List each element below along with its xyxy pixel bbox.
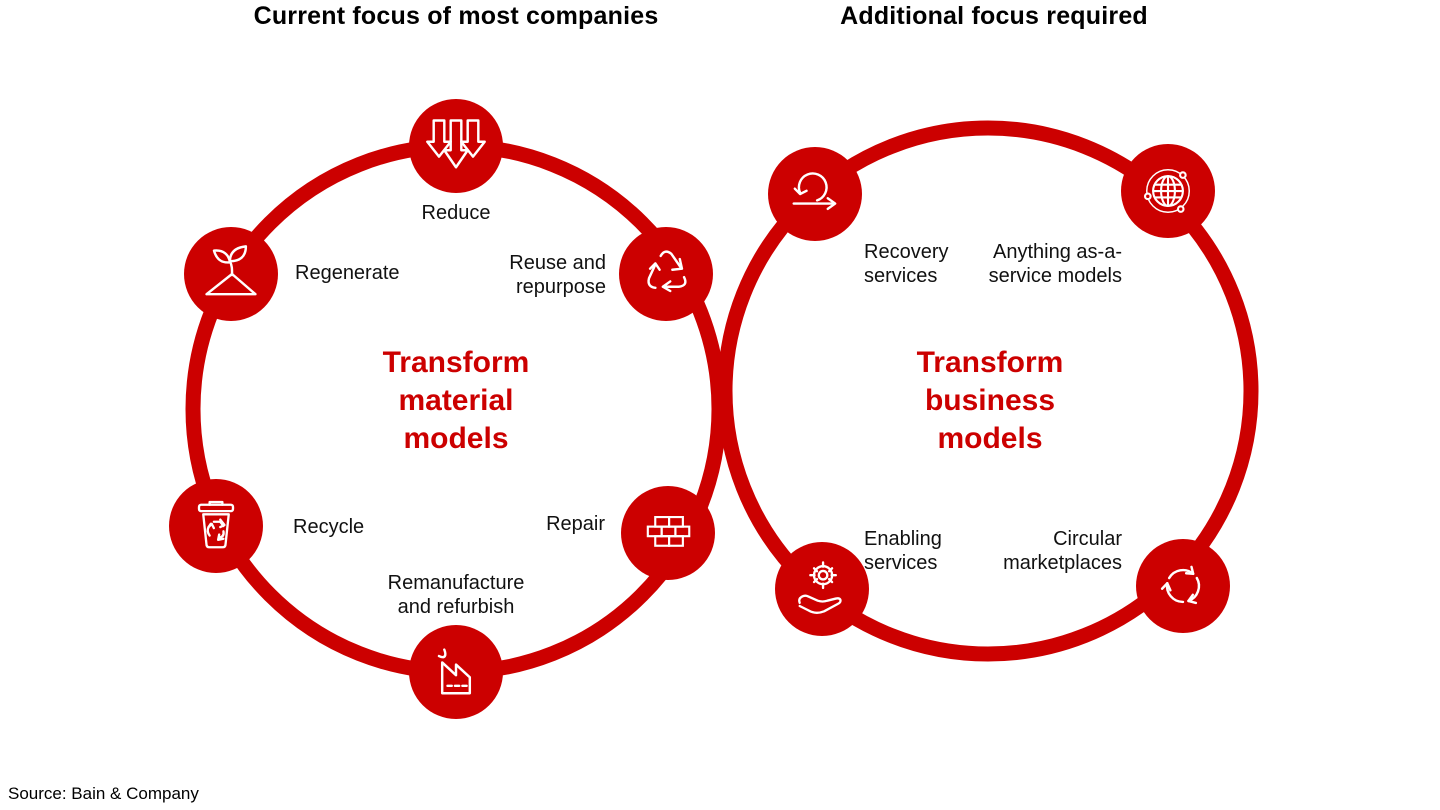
label-recycle: Recycle — [293, 516, 365, 538]
label-repair: Repair — [546, 513, 605, 535]
reuse-recycle-triangle-icon — [647, 250, 687, 293]
regenerate-sprout-icon — [205, 245, 257, 296]
center-line: models — [403, 422, 509, 455]
globe-network-icon — [1143, 169, 1190, 213]
circular-arrows-icon — [1160, 565, 1201, 605]
recovery-loop-arrow-icon — [792, 172, 837, 211]
label-enabling-services: Enabling services — [864, 528, 942, 574]
node-circular-marketplaces — [1136, 539, 1230, 633]
node-anything-as-a-service — [1121, 144, 1215, 238]
recycle-bin-icon — [197, 500, 235, 549]
left-column-title: Current focus of most companies — [253, 2, 659, 30]
label-recovery-services: Recovery services — [864, 241, 949, 287]
node-repair — [621, 486, 715, 580]
node-reduce — [409, 99, 503, 193]
business-circle-center-text: Transform business models — [865, 344, 1115, 458]
center-line: models — [937, 422, 1043, 455]
node-remanufacture — [409, 625, 503, 719]
node-recycle — [169, 479, 263, 573]
material-circle-center-text: Transform material models — [331, 344, 581, 458]
remanufacture-factory-icon — [437, 648, 472, 695]
node-reuse-repurpose — [619, 227, 713, 321]
center-line: business — [924, 384, 1056, 417]
center-line: Transform — [382, 346, 530, 379]
label-reuse-repurpose: Reuse and repurpose — [509, 252, 606, 298]
hand-gear-icon — [798, 561, 842, 614]
node-enabling-services — [775, 542, 869, 636]
center-line: Transform — [916, 346, 1064, 379]
label-anything-as-a-service: Anything as-a-service models — [988, 241, 1122, 287]
business-cycle-ring — [717, 120, 1259, 662]
node-recovery-services — [768, 147, 862, 241]
center-line: material — [398, 384, 514, 417]
source-note: Source: Bain & Company — [8, 784, 199, 803]
label-regenerate: Regenerate — [295, 262, 400, 284]
reduce-arrows-icon — [426, 119, 486, 169]
label-reduce: Reduce — [421, 202, 491, 224]
label-circular-marketplaces: Circular marketplaces — [1003, 528, 1122, 574]
right-column-title: Additional focus required — [840, 2, 1148, 30]
node-regenerate — [184, 227, 278, 321]
repair-brick-wall-icon — [646, 516, 691, 547]
label-remanufacture: Remanufacture and refurbish — [387, 572, 525, 618]
